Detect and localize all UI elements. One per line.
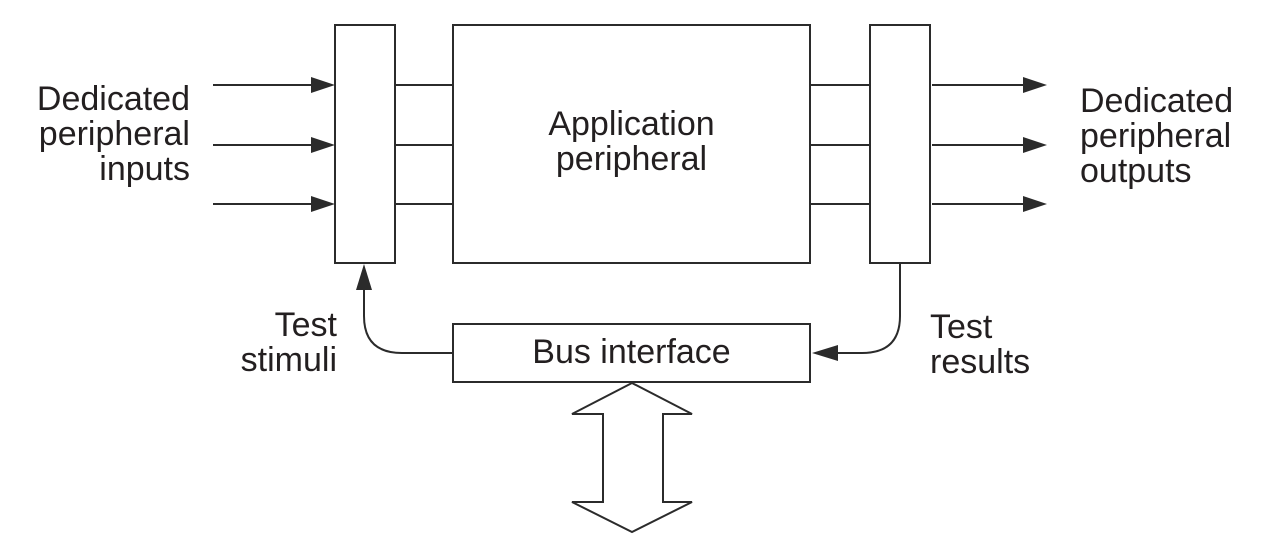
- bus-interface-box: [452, 323, 811, 383]
- test-results-label: Test results: [930, 308, 1031, 381]
- right-test-register-box: [869, 24, 931, 264]
- output-arrowhead-3: [1023, 196, 1047, 212]
- diagram-outlines: [213, 24, 1026, 534]
- bus-double-arrow: [571, 381, 693, 534]
- dedicated-peripheral-outputs-label: Dedicated peripheral outputs: [1080, 82, 1234, 190]
- test-results-arrowhead: [812, 345, 838, 361]
- application-peripheral-box: [452, 24, 811, 264]
- output-arrowhead-2: [1023, 137, 1047, 153]
- application-peripheral-label: Application peripheral: [548, 105, 715, 178]
- test-results-arrow-path: [837, 263, 901, 354]
- input-arrowhead-1: [311, 77, 335, 93]
- diagram-arrowheads: [311, 77, 1047, 361]
- bus-interface-label: Bus interface: [532, 333, 731, 371]
- input-arrowhead-2: [311, 137, 335, 153]
- test-stimuli-arrowhead: [356, 264, 372, 290]
- test-stimuli-arrow-path: [363, 289, 453, 354]
- output-arrowhead-1: [1023, 77, 1047, 93]
- test-stimuli-label: Test stimuli: [240, 306, 337, 379]
- input-arrowhead-3: [311, 196, 335, 212]
- dedicated-peripheral-inputs-label: Dedicated peripheral inputs: [36, 80, 190, 188]
- left-test-register-box: [334, 24, 396, 264]
